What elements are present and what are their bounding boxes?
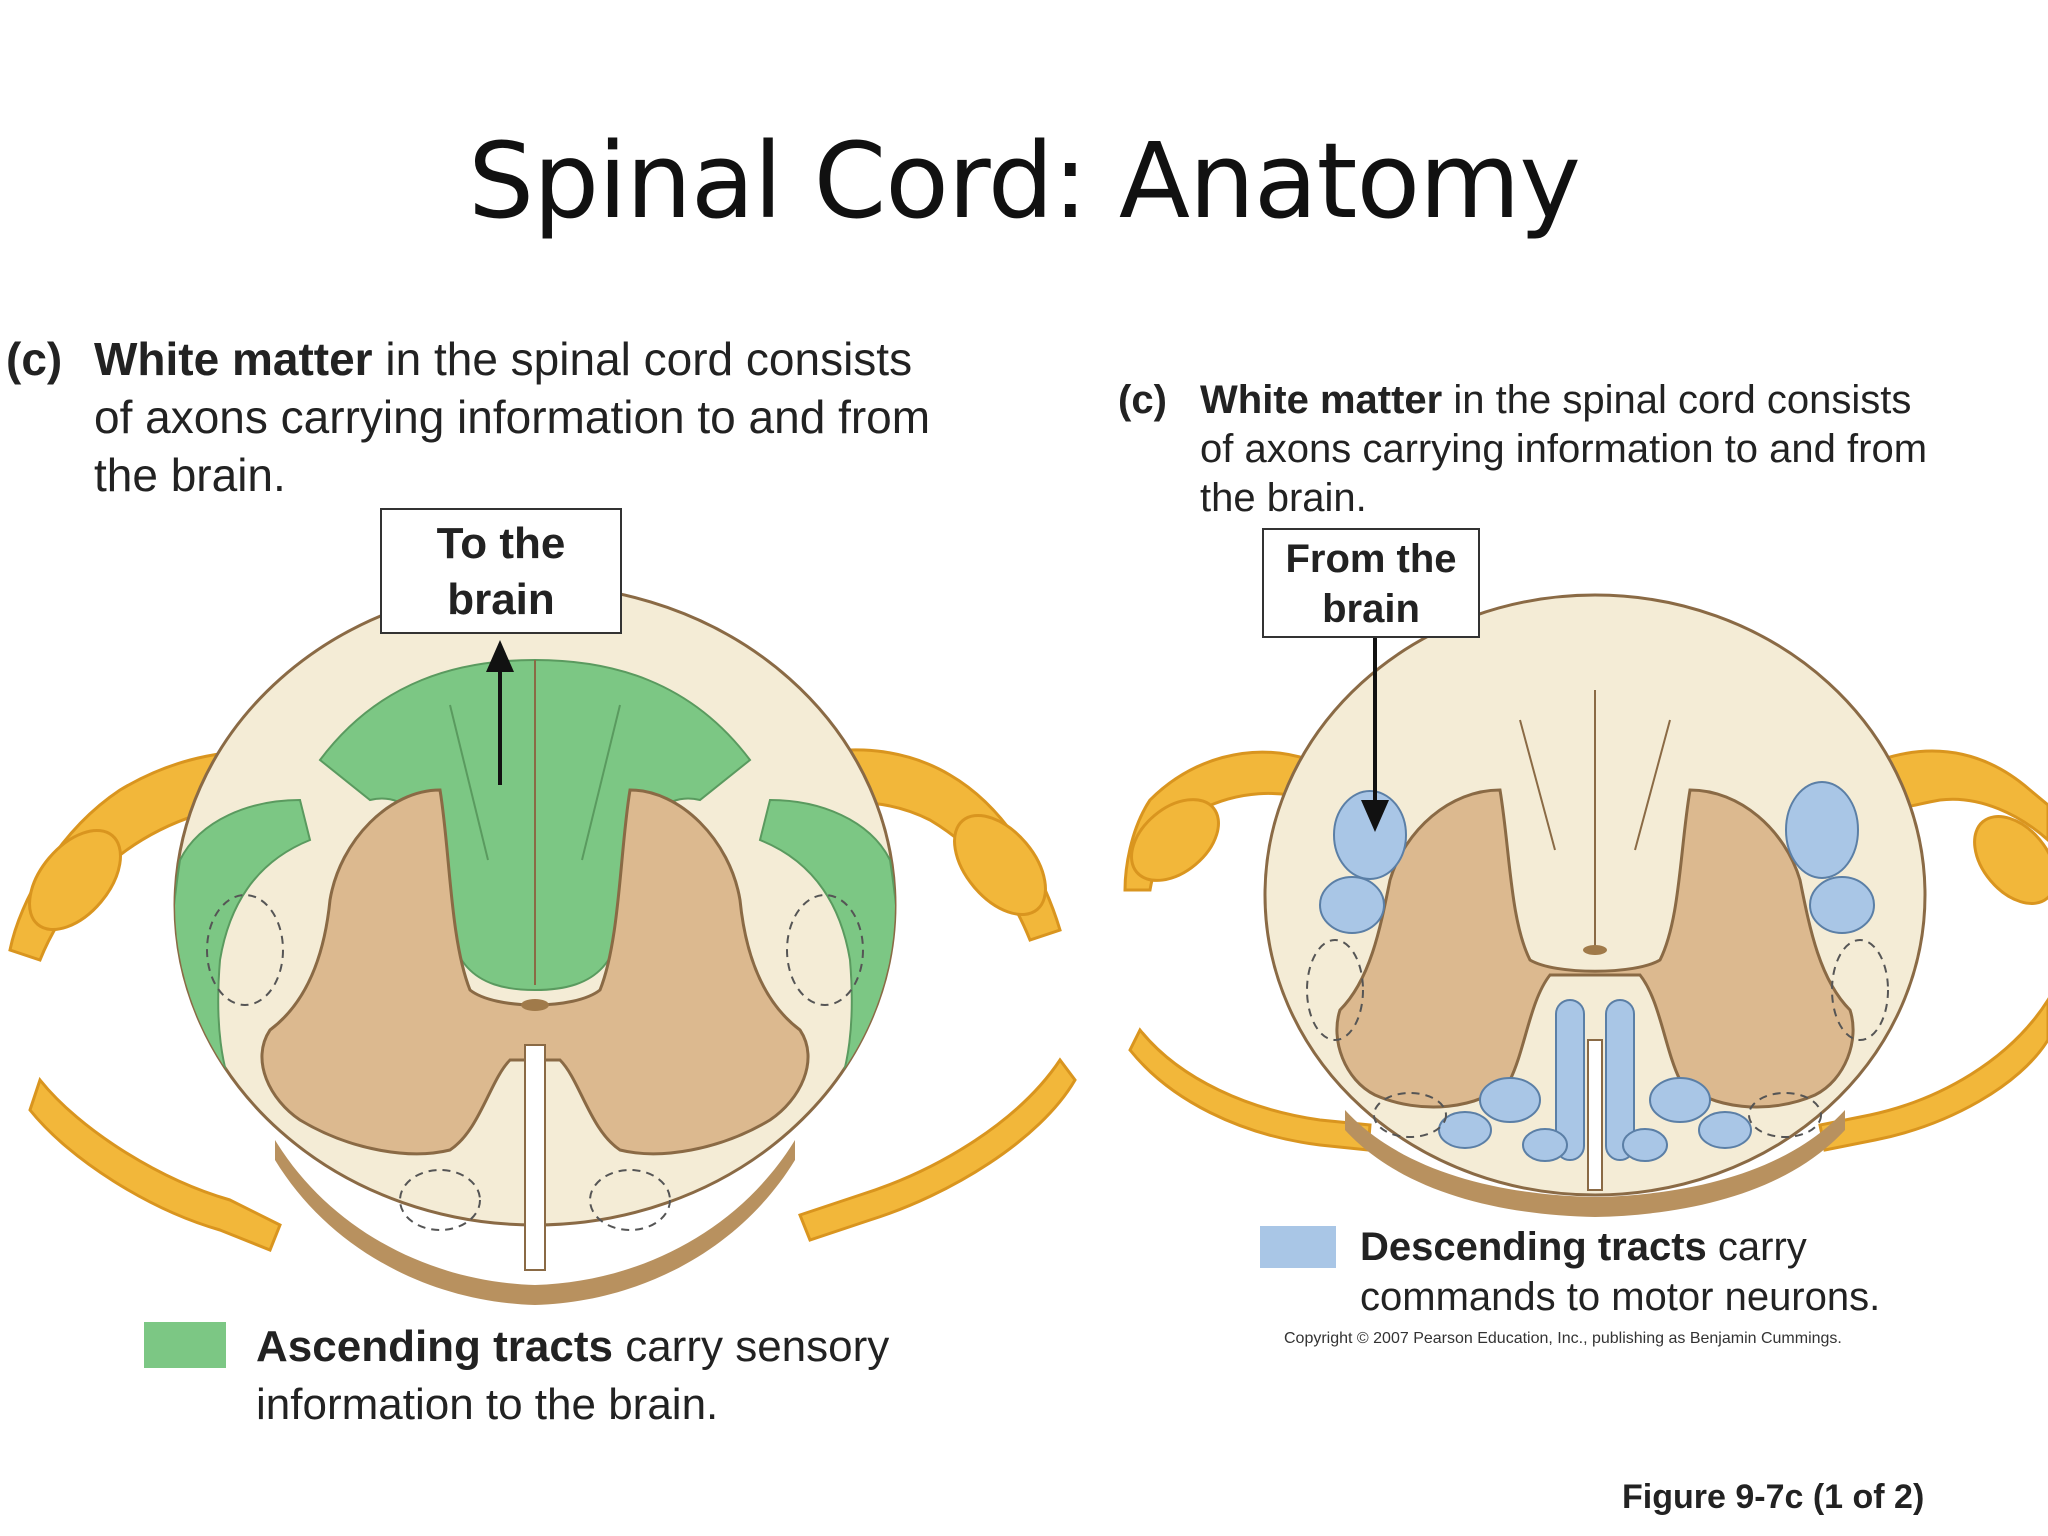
left-dashed-2	[786, 894, 864, 1006]
right-caption-bold: White matter	[1200, 378, 1443, 422]
left-median-fissure	[524, 1044, 546, 1271]
descending-tracts-swatch	[1260, 1226, 1336, 1268]
right-desc-tract-1	[1333, 790, 1407, 880]
right-cross-section	[1123, 593, 2048, 1217]
right-median-fissure	[1587, 1039, 1603, 1191]
left-caption-line1: in the spinal cord consists	[372, 333, 913, 385]
slide-title: Spinal Cord: Anatomy	[468, 120, 1581, 242]
left-central-canal	[521, 999, 549, 1011]
right-cord-rim	[1345, 1110, 1845, 1217]
right-upper-left-ganglion	[1130, 798, 1220, 882]
right-caption: (c) White matter in the spinal cord cons…	[1118, 376, 2048, 523]
right-dashed-4	[1748, 1092, 1822, 1138]
right-upper-left-nerve	[1123, 750, 1312, 892]
right-arrow-head	[1361, 800, 1389, 832]
left-cord-rim	[275, 1140, 795, 1305]
left-lower-left-nerve	[28, 1076, 282, 1252]
right-desc-tract-8	[1649, 1077, 1711, 1123]
ascending-legend-bold: Ascending tracts	[256, 1322, 613, 1371]
right-caption-line3: the brain.	[1200, 476, 1367, 520]
from-the-brain-line2: brain	[1322, 587, 1420, 631]
to-the-brain-callout: To the brain	[380, 508, 622, 634]
to-the-brain-line1: To the	[436, 519, 566, 568]
ascending-legend-line2: information to the brain.	[256, 1380, 719, 1429]
right-dashed-2	[1831, 939, 1889, 1041]
from-the-brain-callout: From the brain	[1262, 528, 1480, 638]
figure-label: Figure 9-7c (1 of 2)	[1622, 1478, 1925, 1516]
descending-legend-line1: carry	[1706, 1225, 1807, 1269]
left-caption-line3: the brain.	[94, 449, 286, 501]
ascending-legend-line1: carry sensory	[612, 1322, 890, 1371]
right-desc-tract-4	[1809, 876, 1875, 934]
descending-tracts-legend: Descending tracts carry commands to moto…	[1260, 1222, 1880, 1322]
left-caption-bold: White matter	[94, 333, 373, 385]
right-desc-tract-10	[1698, 1111, 1752, 1149]
ascending-tracts-swatch	[144, 1322, 226, 1368]
ascending-tracts-legend: Ascending tracts carry sensory informati…	[144, 1318, 889, 1434]
right-gray-matter	[1335, 788, 1855, 1109]
left-lower-right-nerve	[798, 1057, 1077, 1242]
left-dashed-3	[399, 1169, 481, 1231]
left-caption: (c) White matter in the spinal cord cons…	[6, 330, 930, 504]
right-central-canal	[1583, 945, 1607, 955]
right-spinal-nerves	[1123, 749, 2048, 1152]
descending-legend-line2: commands to motor neurons.	[1360, 1275, 1881, 1319]
left-dorsal-line-1	[449, 704, 489, 861]
to-the-brain-line2: brain	[447, 575, 555, 624]
right-desc-tract-2	[1319, 876, 1385, 934]
right-dorsal-line-2	[1634, 719, 1671, 851]
right-dashed-3	[1373, 1092, 1447, 1138]
right-desc-tract-5	[1555, 999, 1585, 1161]
right-caption-letter: (c)	[1118, 378, 1167, 422]
right-desc-tract-3	[1785, 781, 1859, 879]
left-arrow-head	[486, 640, 514, 672]
right-desc-tract-6	[1605, 999, 1635, 1161]
copyright-notice: Copyright © 2007 Pearson Education, Inc.…	[1284, 1330, 1842, 1347]
left-dashed-tracts	[206, 894, 864, 1231]
left-dashed-4	[589, 1169, 671, 1231]
left-dorsal-line-2	[581, 704, 621, 861]
right-caption-line1: in the spinal cord consists	[1442, 378, 1912, 422]
right-dashed-1	[1306, 939, 1364, 1041]
right-desc-tract-9	[1438, 1111, 1492, 1149]
right-lower-right-nerve	[1818, 997, 2048, 1152]
right-desc-tract-12	[1622, 1128, 1668, 1162]
right-desc-tract-7	[1479, 1077, 1541, 1123]
left-upper-left-ganglion	[28, 828, 122, 932]
right-descending-tracts	[1319, 781, 1875, 1162]
left-gray-matter	[260, 788, 810, 1156]
left-dashed-1	[206, 894, 284, 1006]
left-caption-letter: (c)	[6, 333, 63, 385]
right-caption-line2: of axons carrying information to and fro…	[1200, 427, 1928, 471]
from-the-brain-line1: From the	[1285, 537, 1457, 581]
right-dorsal-line-1	[1519, 719, 1556, 851]
right-desc-tract-11	[1522, 1128, 1568, 1162]
left-upper-right-ganglion	[953, 813, 1047, 917]
right-upper-right-ganglion	[1973, 815, 2048, 905]
right-dashed-tracts	[1306, 939, 1889, 1138]
left-caption-line2: of axons carrying information to and fro…	[94, 391, 931, 443]
left-cross-section	[8, 583, 1077, 1305]
descending-legend-bold: Descending tracts	[1360, 1225, 1707, 1269]
